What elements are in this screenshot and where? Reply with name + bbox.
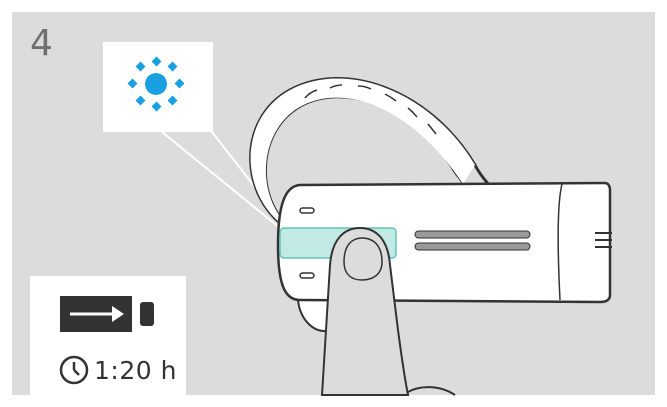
- clock-icon: [58, 354, 90, 386]
- charging-duration-text: 1:20 h: [94, 356, 177, 385]
- mic-slot-bottom: [300, 273, 314, 278]
- fingernail: [344, 238, 382, 280]
- grille-top: [415, 231, 530, 238]
- mic-slot-top: [300, 208, 314, 213]
- battery-charging-icon: [60, 294, 160, 334]
- grille-bottom: [415, 243, 530, 250]
- charging-info-box: 1:20 h: [30, 276, 186, 395]
- hand-outline: [408, 387, 455, 395]
- charging-duration-row: 1:20 h: [58, 354, 177, 386]
